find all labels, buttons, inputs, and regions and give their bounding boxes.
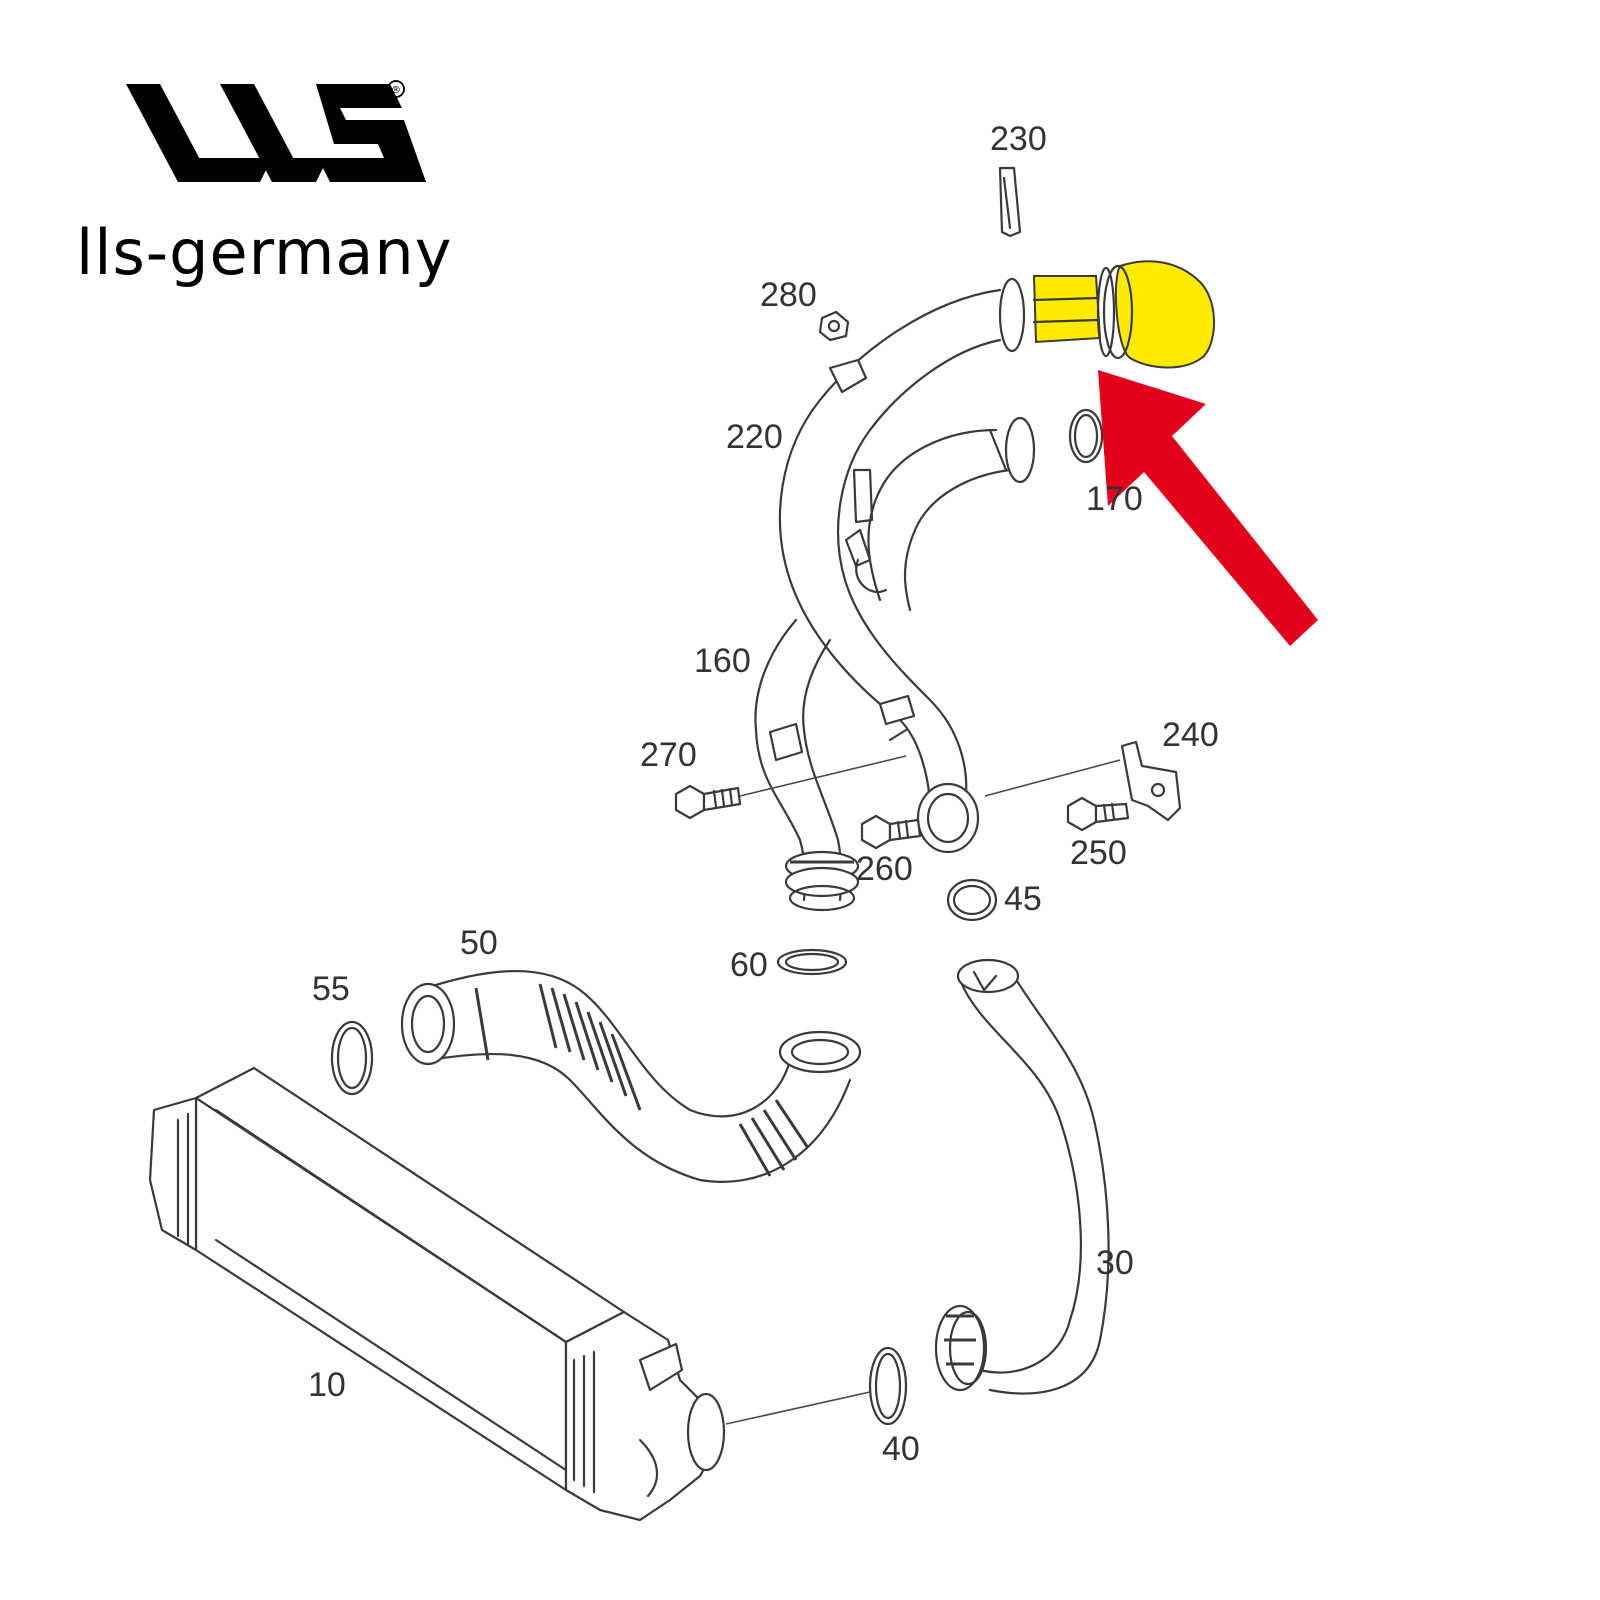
callout-30: 30	[1096, 1244, 1134, 1282]
callout-260: 260	[856, 850, 913, 888]
part-230-clip	[998, 166, 1022, 238]
callout-160: 160	[694, 642, 751, 680]
part-280-nut	[818, 310, 850, 342]
part-55-o-ring	[330, 1020, 374, 1096]
part-50-corrugated-hose	[400, 970, 862, 1183]
callout-55: 55	[312, 970, 350, 1008]
callout-50: 50	[460, 924, 498, 962]
part-260-bolt	[860, 814, 922, 850]
part-10-intercooler	[148, 1066, 726, 1522]
part-170-o-ring	[1068, 408, 1104, 464]
highlight-arrow-icon	[1098, 370, 1318, 646]
callout-280: 280	[760, 276, 817, 314]
part-40-o-ring	[725, 1346, 908, 1426]
brand-name: lls-germany	[76, 216, 453, 289]
part-220-charge-pipe	[778, 260, 1215, 854]
part-250-bolt	[1066, 796, 1130, 832]
callout-270: 270	[640, 736, 697, 774]
part-270-bolt	[674, 755, 907, 820]
callout-170: 170	[1086, 480, 1143, 518]
callout-10: 10	[308, 1366, 346, 1404]
part-30-hose	[934, 958, 1110, 1395]
lls-logo-icon: ®	[126, 80, 426, 182]
part-45-o-ring	[946, 878, 998, 922]
part-160-hose	[754, 618, 860, 912]
part-bend-pipe	[844, 416, 1036, 612]
part-240-bracket	[984, 740, 1182, 822]
part-60-o-ring	[776, 948, 848, 976]
callout-240: 240	[1162, 716, 1219, 754]
callout-250: 250	[1070, 834, 1127, 872]
callout-60: 60	[730, 946, 768, 984]
callout-45: 45	[1004, 880, 1042, 918]
registered-mark: ®	[391, 85, 401, 96]
callout-220: 220	[726, 418, 783, 456]
callout-40: 40	[882, 1430, 920, 1468]
callout-230: 230	[990, 120, 1047, 158]
